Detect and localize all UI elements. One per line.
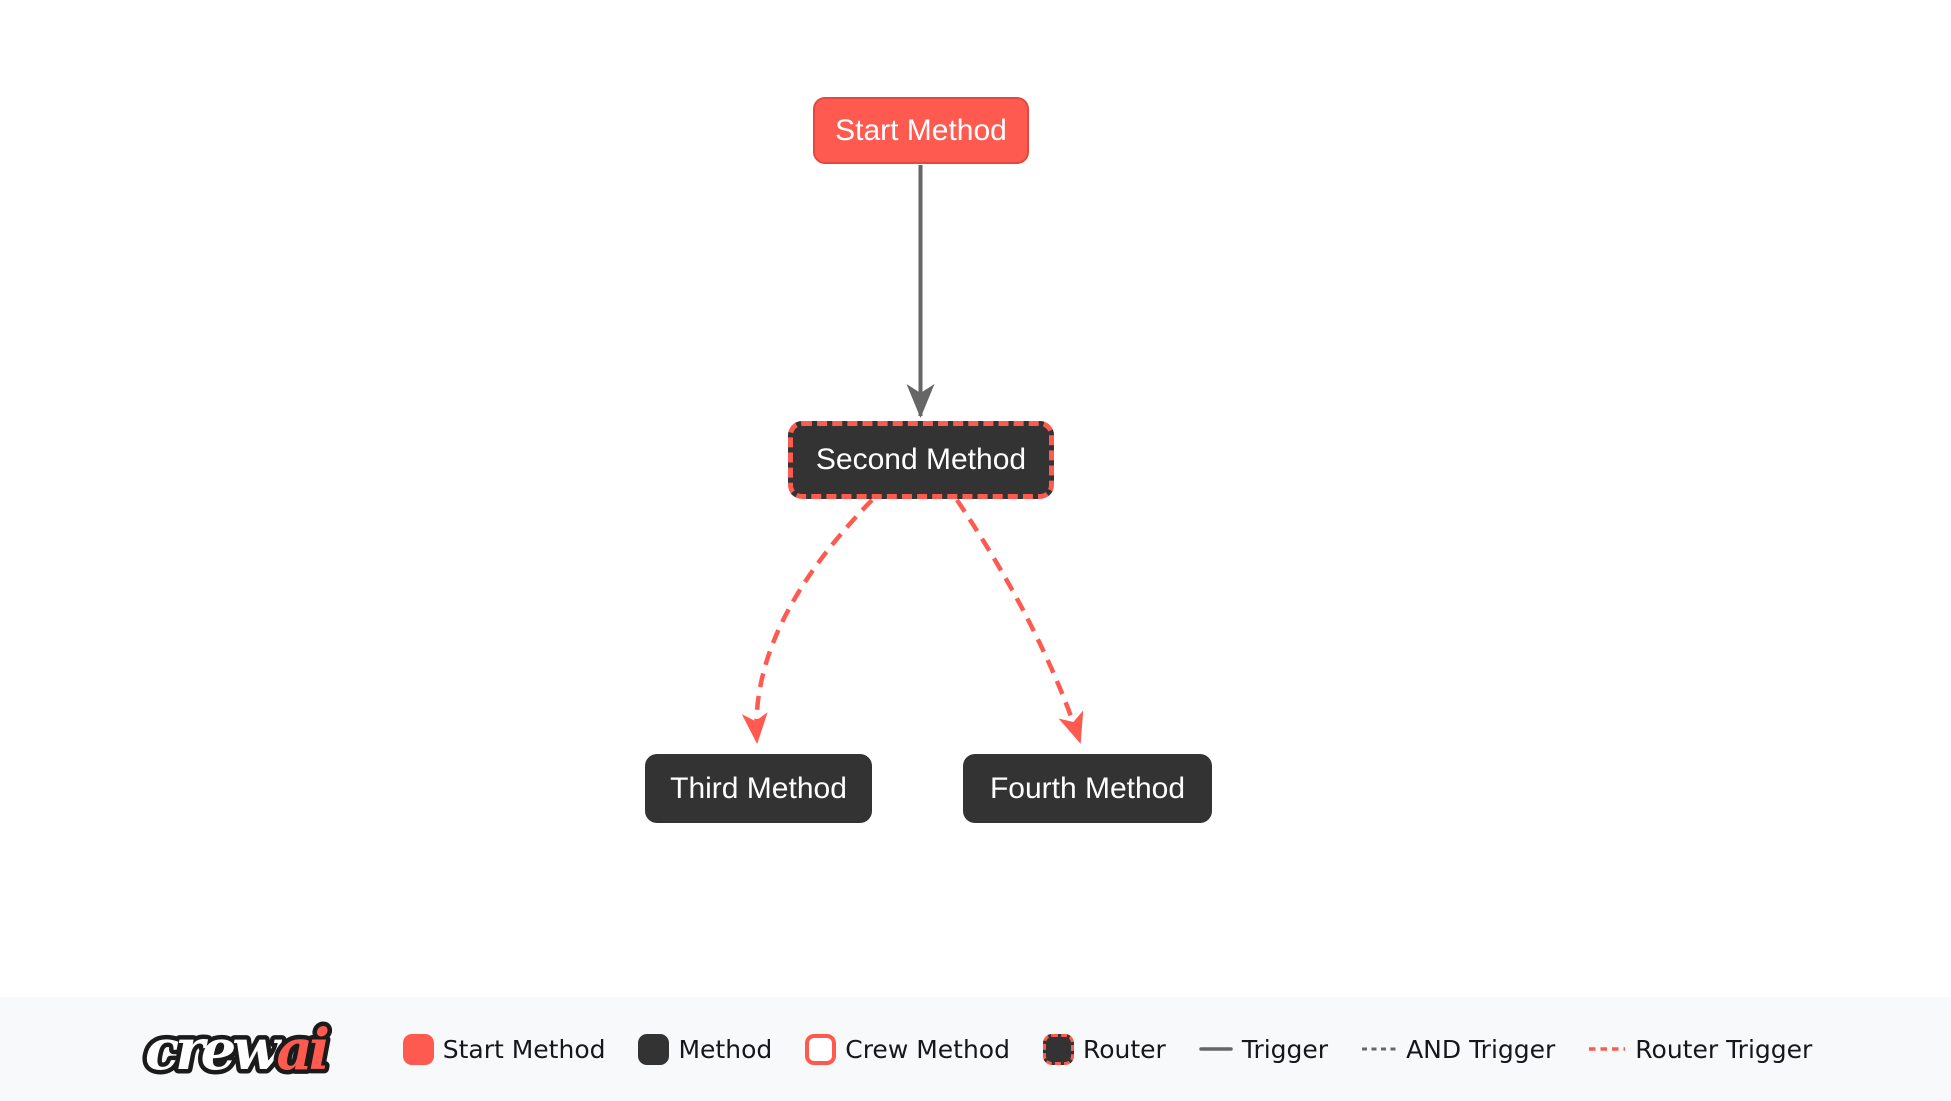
crewai-logo-image: crewai (140, 1013, 336, 1088)
router-trigger-line-swatch (1588, 1045, 1626, 1053)
legend-label: Method (678, 1034, 773, 1064)
legend-label: Trigger (1241, 1034, 1329, 1064)
legend-item-router: Router (1042, 1033, 1166, 1065)
trigger-line-swatch (1199, 1045, 1233, 1053)
legend-item-method: Method (638, 1033, 773, 1065)
edge-router-trigger-second-to-fourth (955, 498, 1084, 744)
legend-item-trigger: Trigger (1199, 1035, 1328, 1064)
legend-item-crew-method: Crew Method (805, 1033, 1010, 1065)
node-start-method[interactable]: Start Method (813, 97, 1029, 164)
node-third-method[interactable]: Third Method (645, 754, 872, 823)
legend-label: Router (1082, 1034, 1166, 1064)
legend-label: Crew Method (845, 1034, 1010, 1064)
legend-label: AND Trigger (1406, 1034, 1556, 1064)
legend-label: Router Trigger (1635, 1034, 1813, 1064)
svg-text:crewai: crewai (145, 1017, 328, 1083)
edge-router-trigger-second-to-third (741, 498, 874, 744)
legend-item-and-trigger: AND Trigger (1361, 1035, 1555, 1064)
router-swatch (1042, 1033, 1074, 1065)
legend-item-start-method: Start Method (402, 1033, 606, 1065)
legend-bar: crewai Start Method Method Crew Method R… (0, 997, 1951, 1101)
logo-text-ai: ai (276, 1017, 327, 1083)
method-swatch (638, 1033, 670, 1065)
logo-text-crew: crew (145, 1017, 282, 1083)
legend-item-router-trigger: Router Trigger (1588, 1035, 1812, 1064)
start-method-swatch (402, 1033, 434, 1065)
node-second-method[interactable]: Second Method (788, 421, 1054, 499)
crew-method-swatch (805, 1033, 837, 1065)
node-fourth-method[interactable]: Fourth Method (963, 754, 1212, 823)
and-trigger-line-swatch (1361, 1045, 1397, 1053)
legend-label: Start Method (442, 1034, 606, 1064)
crewai-logo: crewai (139, 1009, 367, 1089)
